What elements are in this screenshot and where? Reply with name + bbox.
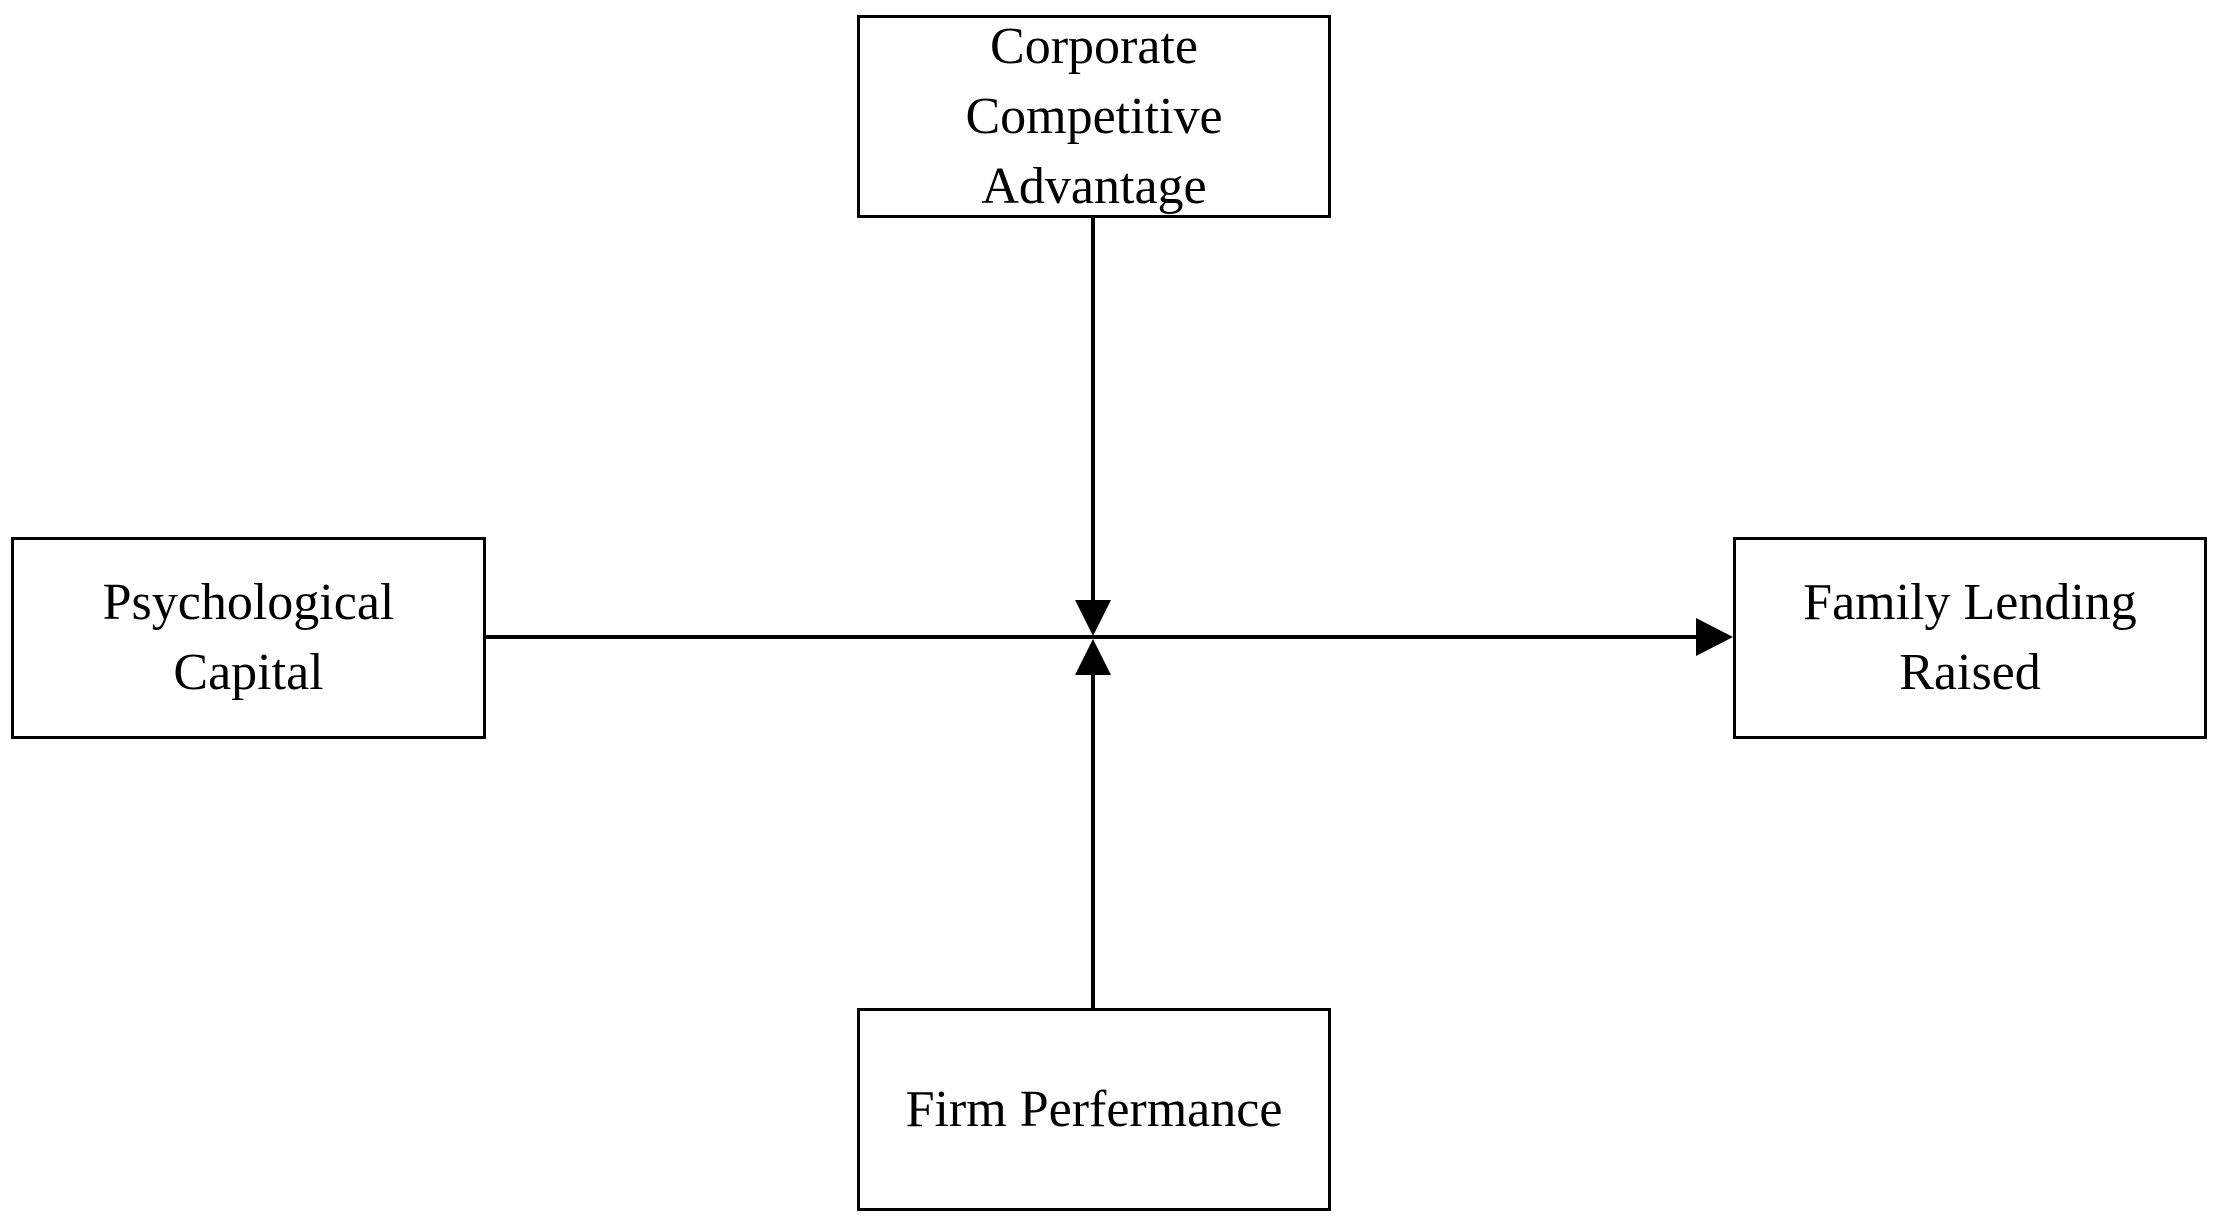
node-label-line: Psychological [102, 574, 395, 631]
node-label-line: Family Lending [1803, 574, 2137, 631]
node-label-line: Competitive [965, 87, 1223, 145]
node-label-line: Advantage [981, 157, 1207, 215]
arrowhead-down [1075, 600, 1111, 636]
node-corporate-competitive-advantage: Corporate Competitive Advantage [857, 15, 1331, 218]
node-psychological-capital: Psychological Capital [11, 537, 486, 739]
node-label-line: Raised [1899, 644, 2041, 701]
arrowhead-up [1075, 639, 1111, 675]
node-family-lending-raised: Family Lending Raised [1733, 537, 2207, 739]
node-label-line: Firm Perfermance [905, 1080, 1283, 1138]
arrowhead-right [1696, 618, 1733, 656]
node-firm-performance: Firm Perfermance [857, 1008, 1331, 1211]
node-label-line: Capital [173, 644, 324, 701]
node-label-line: Corporate [990, 17, 1198, 75]
